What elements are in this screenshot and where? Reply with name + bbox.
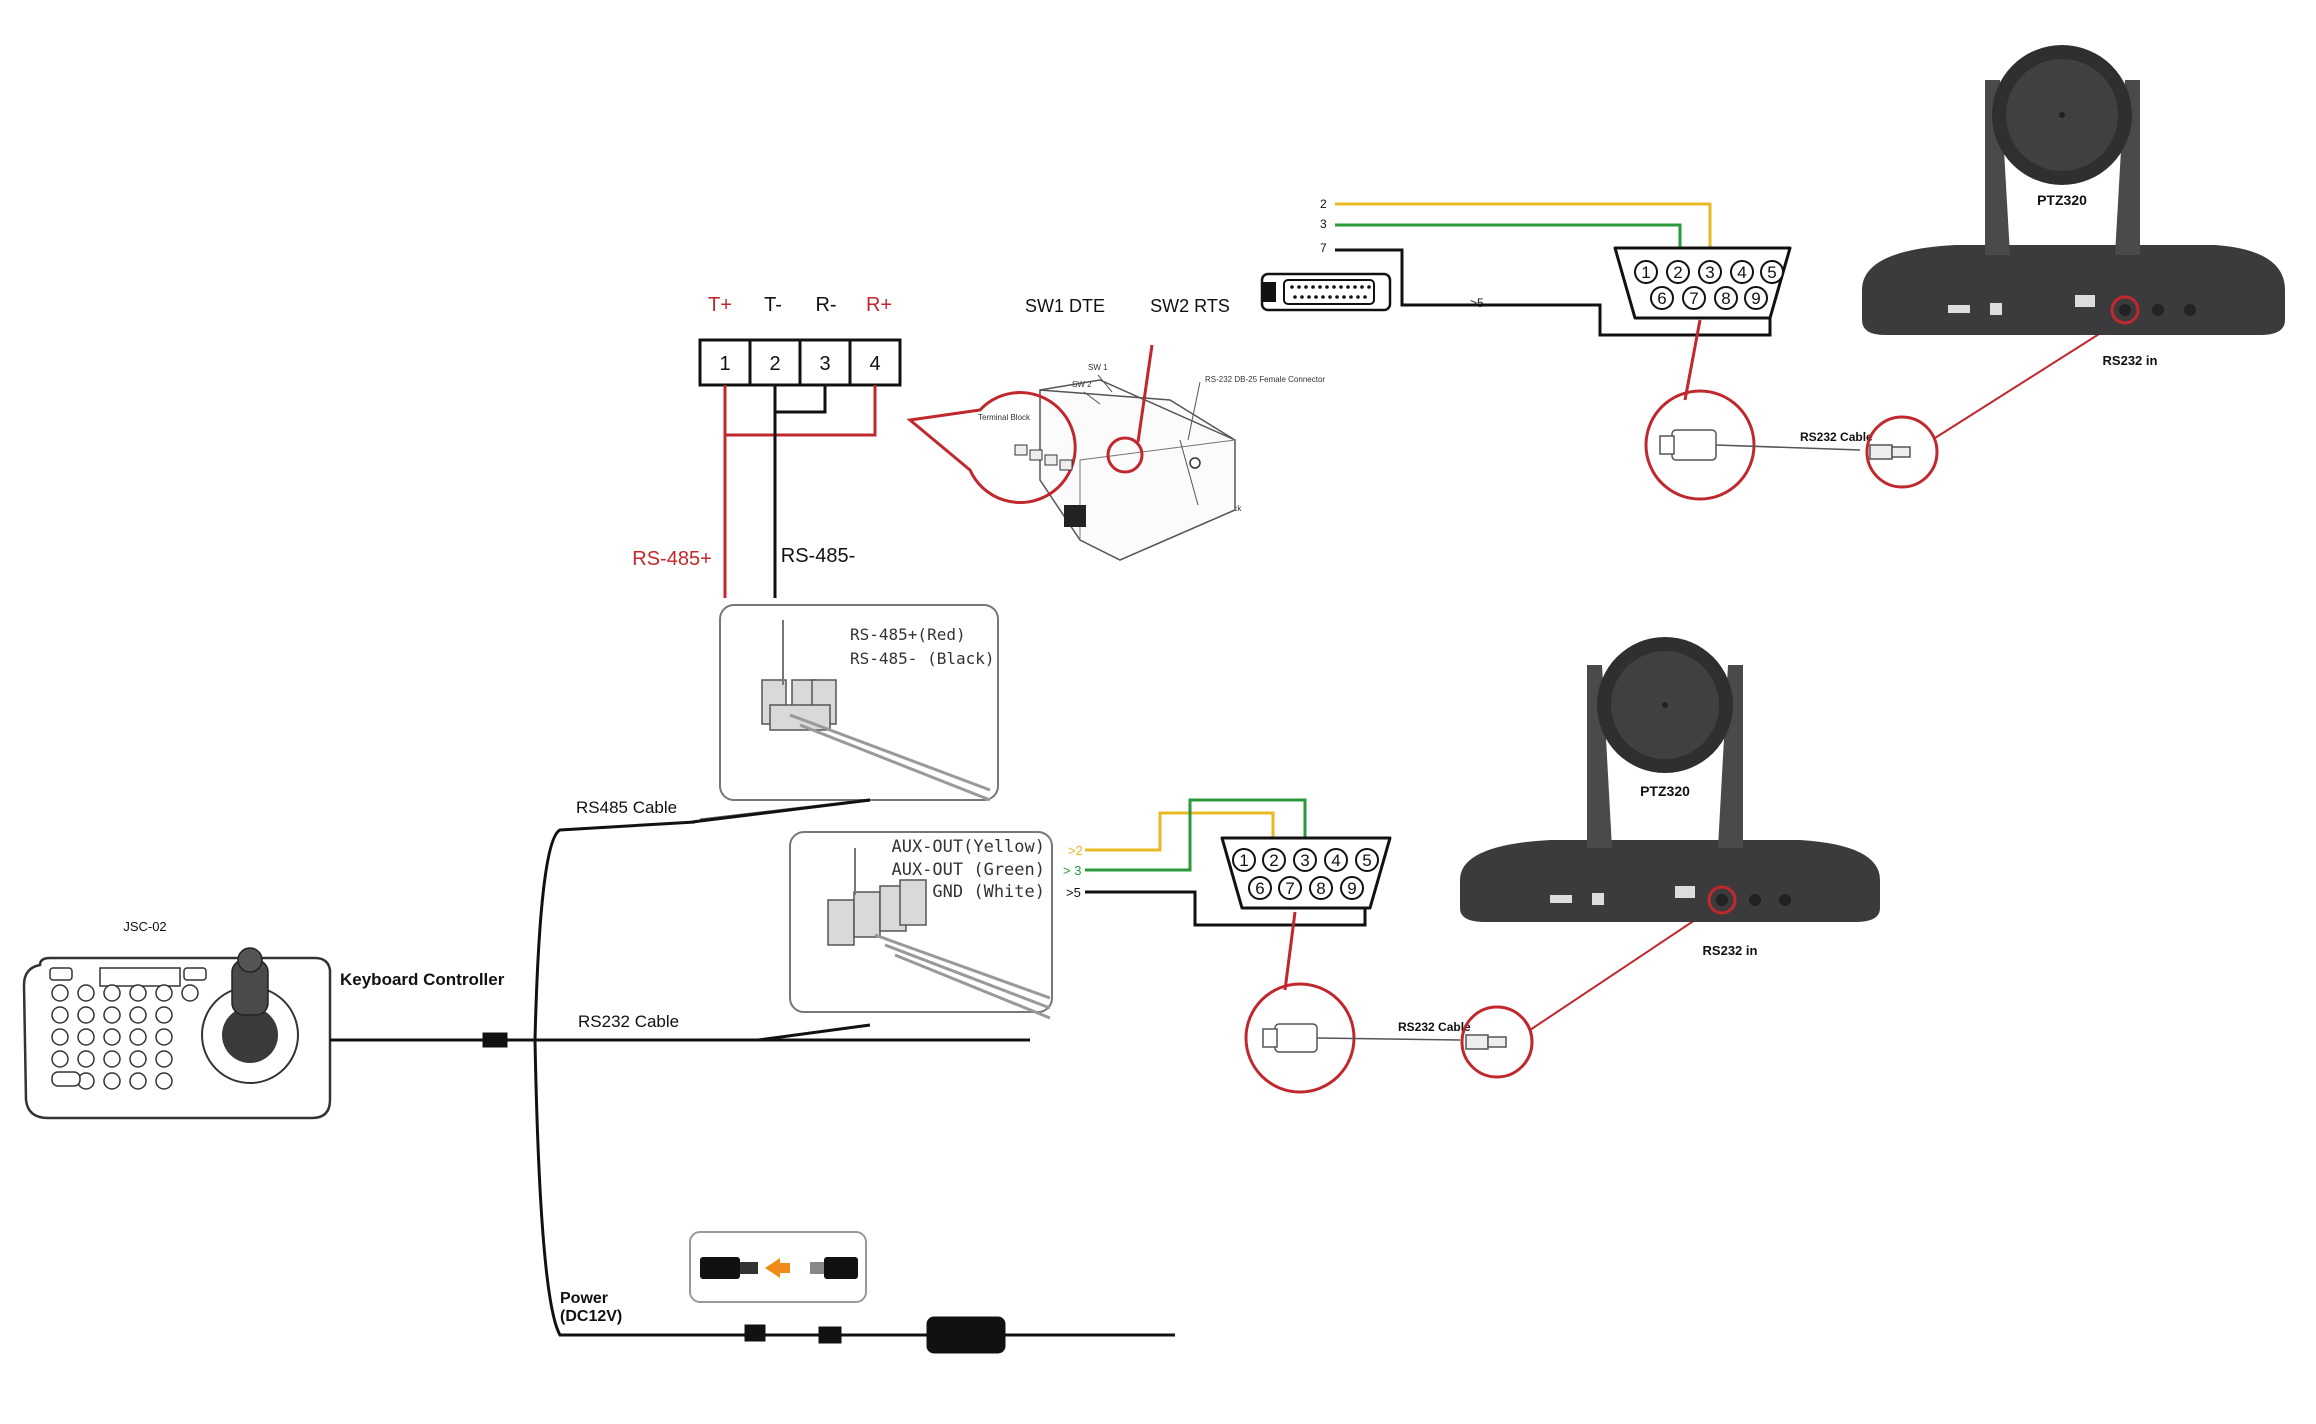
power-plug-detail bbox=[689, 1231, 867, 1303]
db9b-pin3: 3 bbox=[1300, 851, 1309, 870]
sw1-label: SW1 DTE bbox=[1025, 296, 1105, 316]
db9t-pin2: 2 bbox=[1673, 263, 1682, 282]
t-plus-r-plus-bridge bbox=[725, 385, 877, 437]
camera-bottom: PTZ320 RS232 in bbox=[1460, 637, 1880, 958]
db9t-pin1: 1 bbox=[1641, 263, 1650, 282]
t-minus-r-minus-bridge bbox=[773, 385, 827, 414]
pin-label-t-minus: T- bbox=[764, 294, 782, 316]
pin-label-t-plus: T+ bbox=[708, 294, 732, 316]
rs485-detail-line1: RS-485+(Red) bbox=[850, 625, 966, 644]
wire-yellow-top bbox=[1335, 202, 1712, 262]
db9b-pin6: 6 bbox=[1255, 879, 1264, 898]
wire-black-top bbox=[1335, 248, 1772, 337]
pin-label-r-plus: R+ bbox=[866, 294, 892, 316]
power-label-line1: Power bbox=[560, 1290, 608, 1307]
keyboard-model: JSC-02 bbox=[123, 919, 166, 934]
db9b-pin9: 9 bbox=[1347, 879, 1356, 898]
keyboard-controller: JSC-02 Keyboard Controller bbox=[22, 919, 505, 1120]
camera-top: PTZ320 RS232 in bbox=[1862, 45, 2285, 368]
aux-pin3-label: > 3 bbox=[1063, 863, 1081, 878]
camera-bottom-model: PTZ320 bbox=[1640, 783, 1690, 799]
converter: SW1 DTE SW2 RTS SW 1 SW 2 RS-232 DB-25 F… bbox=[906, 296, 1325, 561]
pin-number-4: 4 bbox=[869, 353, 880, 375]
sw1-small-label: SW 1 bbox=[1088, 363, 1108, 372]
rs485-cable-label: RS485 Cable bbox=[576, 798, 677, 817]
db9t-pin6: 6 bbox=[1657, 289, 1666, 308]
rs485-detail-box: RS-485+(Red) RS-485- (Black) bbox=[699, 604, 999, 822]
db25-pin-3: 3 bbox=[1320, 217, 1327, 231]
rs232-cable-label: RS232 Cable bbox=[578, 1012, 679, 1031]
db9b-pin4: 4 bbox=[1331, 851, 1340, 870]
wire-black-bottom bbox=[1085, 890, 1367, 927]
db9b-pin7: 7 bbox=[1285, 879, 1294, 898]
pin-label-r-minus: R- bbox=[815, 294, 836, 316]
db25-label: RS-232 DB-25 Female Connector bbox=[1205, 375, 1325, 384]
db9-connector-bottom: 1 2 3 4 5 6 7 8 9 bbox=[1220, 836, 1392, 991]
aux-pin5-label: >5 bbox=[1066, 885, 1081, 900]
pin-number-1: 1 bbox=[719, 353, 730, 375]
terminal-block-label: Terminal Block bbox=[978, 413, 1031, 422]
rs485-plus-label: RS-485+ bbox=[632, 548, 712, 570]
aux-detail-line2: AUX-OUT (Green) bbox=[891, 860, 1045, 880]
sw2-small-label: SW 2 bbox=[1072, 380, 1092, 389]
db9b-pin8: 8 bbox=[1316, 879, 1325, 898]
db9-connector-top: 1 2 3 4 5 6 7 8 9 bbox=[1613, 246, 1792, 401]
to-pin5-top: >5 bbox=[1470, 296, 1484, 310]
db25-pin-2: 2 bbox=[1320, 197, 1327, 211]
switch-highlight bbox=[1106, 436, 1144, 474]
db9t-pin5: 5 bbox=[1767, 263, 1776, 282]
plug-callout-bottom bbox=[1460, 1005, 1534, 1079]
camera-bottom-port-label: RS232 in bbox=[1703, 943, 1758, 958]
db9t-pin3: 3 bbox=[1705, 263, 1714, 282]
pin-number-3: 3 bbox=[819, 353, 830, 375]
pointer-to-port-bottom bbox=[1529, 909, 1711, 1031]
plug-callout-top bbox=[1865, 415, 1939, 489]
db9t-pin8: 8 bbox=[1721, 289, 1730, 308]
cable-label-top: RS232 Cable bbox=[1800, 430, 1873, 444]
camera-top-port-label: RS232 in bbox=[2103, 353, 2158, 368]
camera-top-model: PTZ320 bbox=[2037, 192, 2087, 208]
terminal-block: T+ T- R- R+ 1 2 3 4 RS-485+ RS-485- bbox=[632, 294, 902, 598]
db9b-pin1: 1 bbox=[1239, 851, 1248, 870]
db9t-pin9: 9 bbox=[1751, 289, 1760, 308]
aux-detail-line3: GND (White) bbox=[932, 882, 1045, 902]
db25-pin-7: 7 bbox=[1320, 241, 1327, 255]
cable-label-bottom: RS232 Cable bbox=[1398, 1020, 1471, 1034]
aux-pin2-label: >2 bbox=[1068, 843, 1083, 858]
sw2-label: SW2 RTS bbox=[1150, 296, 1230, 316]
db9t-pin4: 4 bbox=[1737, 263, 1746, 282]
db25-db9-top: 2 3 7 >5 1 2 3 bbox=[1260, 197, 2119, 501]
db9b-pin5: 5 bbox=[1362, 851, 1371, 870]
db9-cable-callout-top bbox=[1644, 389, 1756, 501]
aux-detail-line1: AUX-OUT(Yellow) bbox=[891, 837, 1045, 857]
aux-detail-box: AUX-OUT(Yellow) AUX-OUT (Green) GND (Whi… bbox=[789, 798, 1711, 1094]
pointer-to-port-top bbox=[1934, 321, 2119, 439]
keyboard-title: Keyboard Controller bbox=[340, 970, 505, 989]
rs485-minus-label: RS-485- bbox=[781, 545, 855, 567]
pin-number-2: 2 bbox=[769, 353, 780, 375]
wire-yellow-bottom bbox=[1085, 811, 1275, 852]
db25-connector bbox=[1260, 272, 1392, 312]
wire-green-bottom bbox=[1085, 798, 1307, 872]
db9b-pin2: 2 bbox=[1269, 851, 1278, 870]
rs485-detail-line2: RS-485- (Black) bbox=[850, 649, 995, 668]
terminal-callout bbox=[906, 391, 1077, 504]
power-label-line2: (DC12V) bbox=[560, 1308, 622, 1325]
cable-trunk bbox=[330, 798, 1175, 1354]
db9t-pin7: 7 bbox=[1689, 289, 1698, 308]
